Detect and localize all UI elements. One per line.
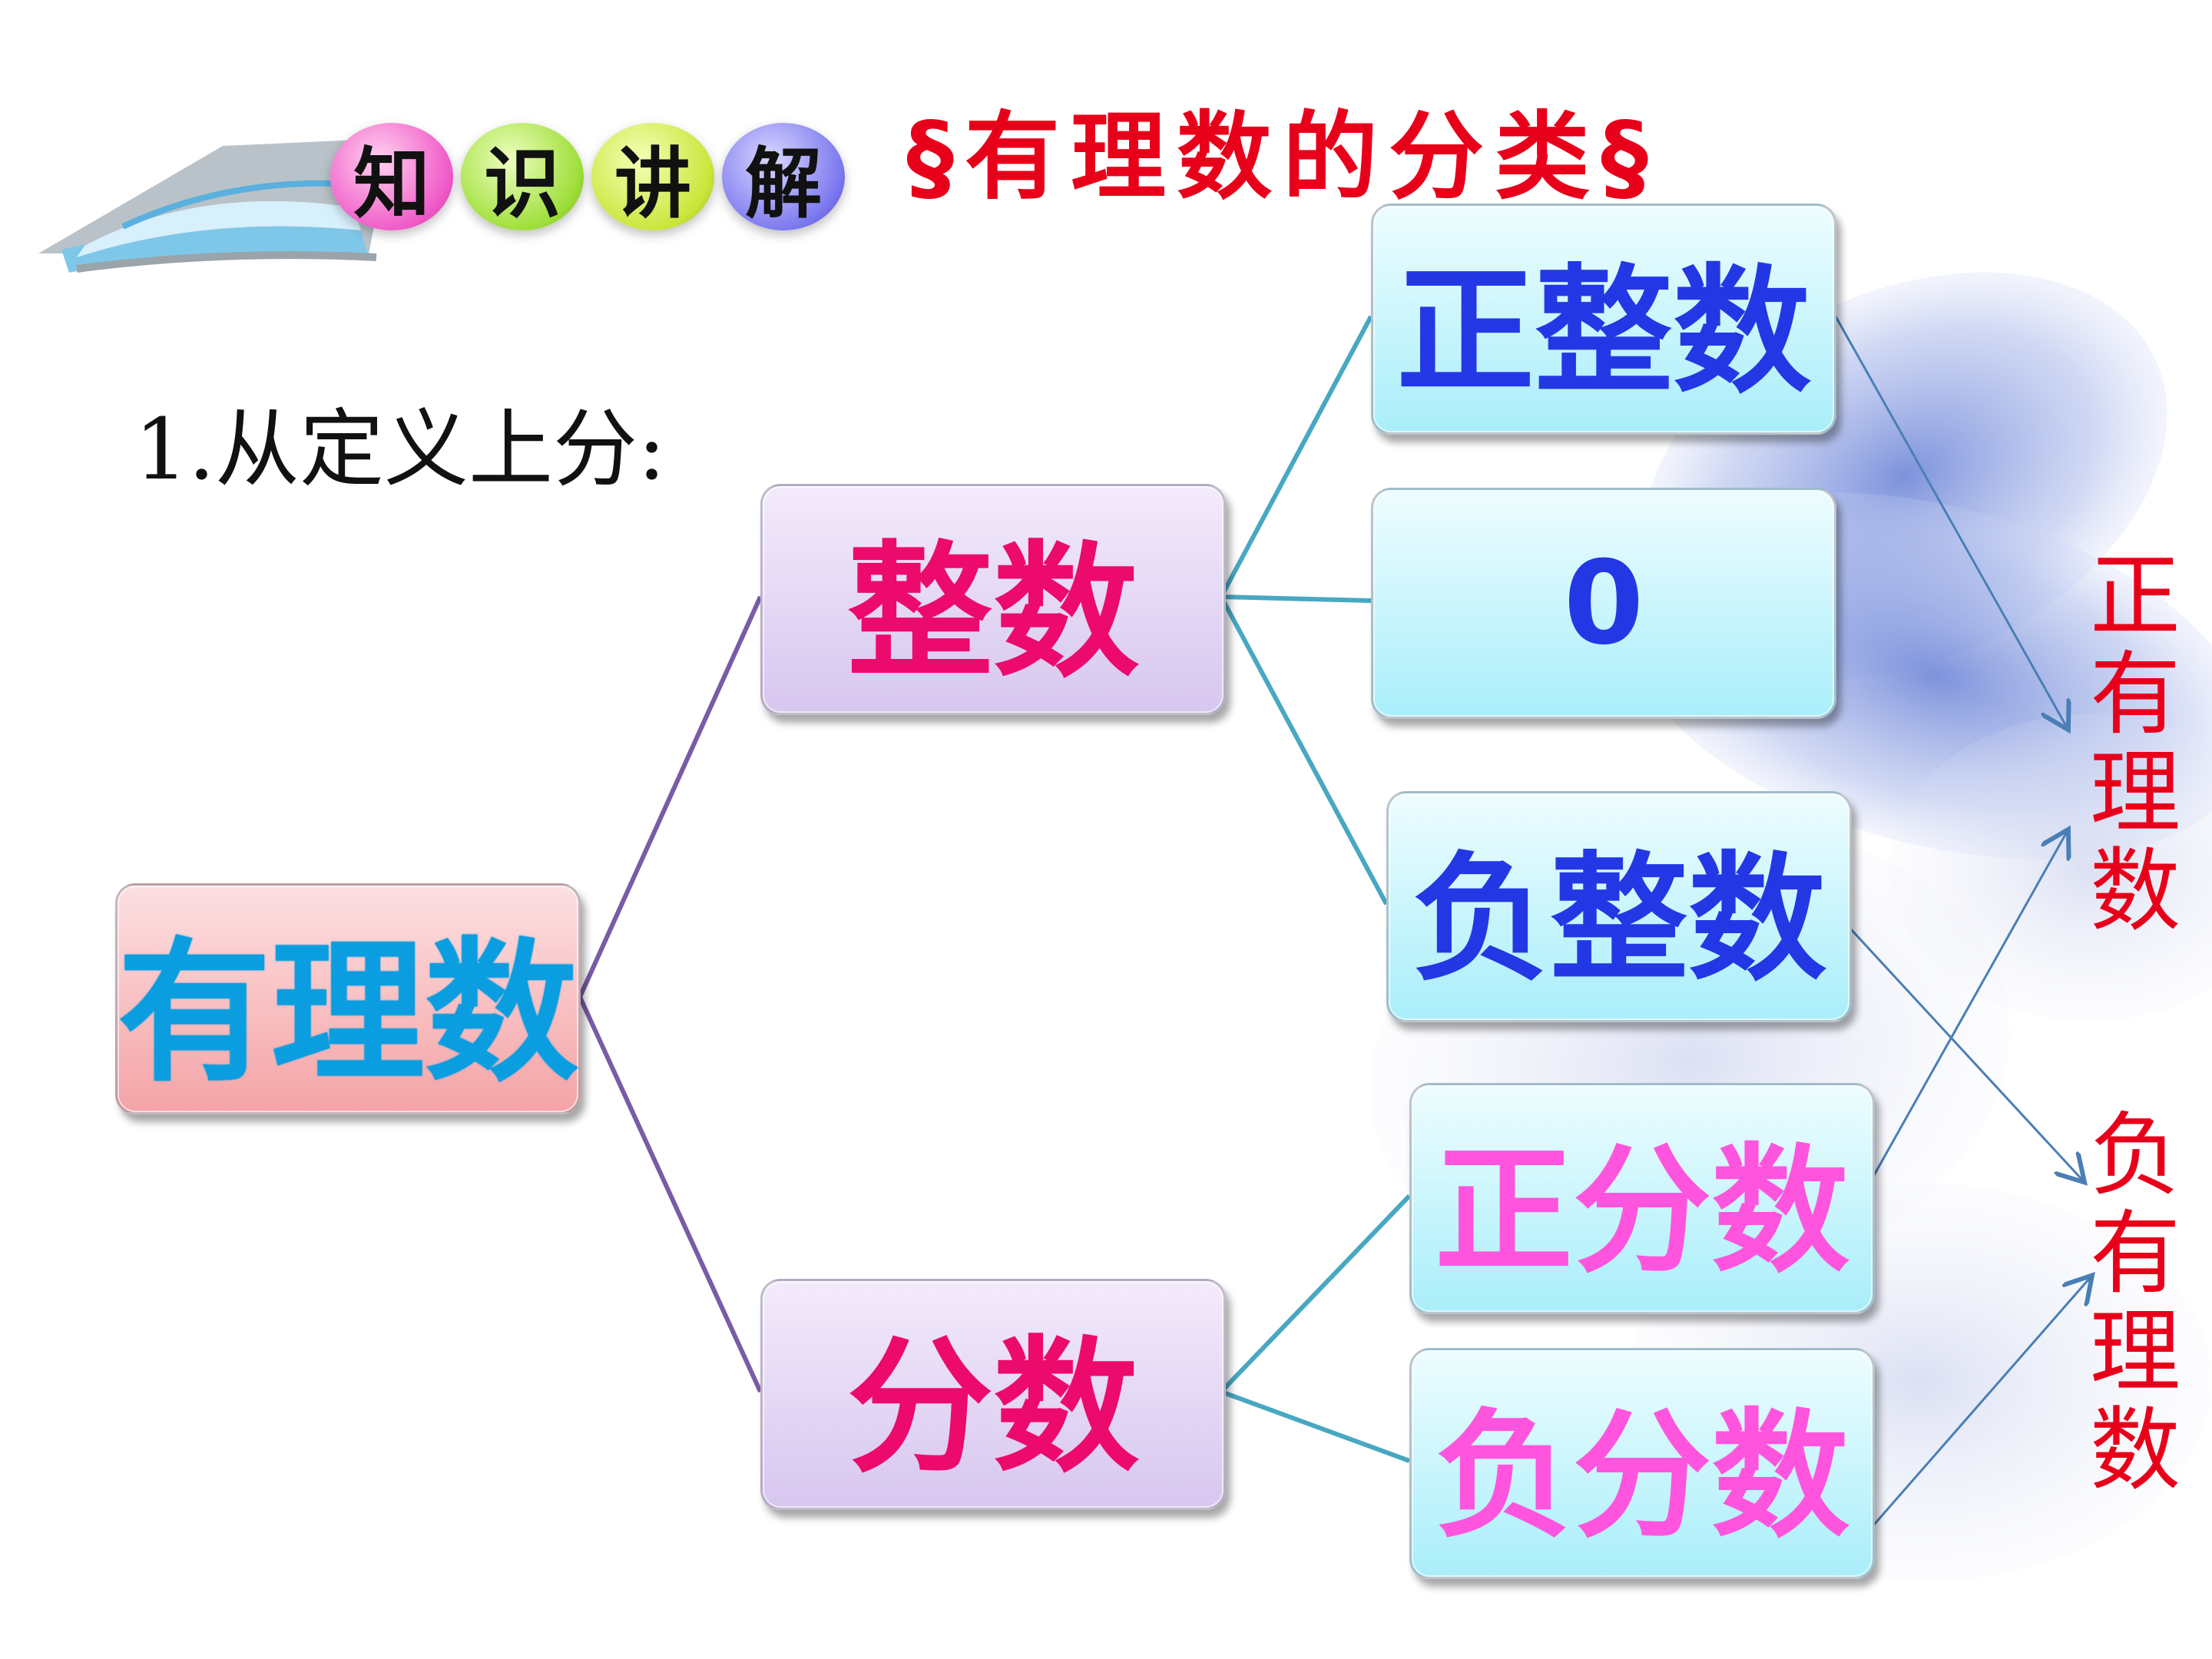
badge-char-1: 知 [330,123,453,230]
node-negative-fraction: 负分数 [1409,1348,1875,1579]
line-integer-to-negative-integer [1219,595,1389,906]
node-positive-integer: 正整数 [1371,204,1836,435]
label-positive-rational-char-3: 理 [2089,740,2181,846]
node-negative-integer: 负整数 [1386,791,1852,1022]
line-root-to-integer [578,595,763,998]
line-fraction-to-negative-fraction [1220,1389,1411,1463]
line-integer-to-positive-integer [1219,315,1373,598]
badge-char-3: 讲 [591,123,714,230]
knowledge-badge [31,92,891,284]
label-positive-rational-char-1: 正 [2089,543,2181,649]
node-positive-fraction-label: 正分数 [1434,1131,1849,1292]
leaf-branches [1219,315,1412,1463]
node-positive-fraction: 正分数 [1409,1083,1875,1314]
arrow-negative-fraction-to-negative-rational [1873,1279,2089,1525]
classification-arrows [1834,316,2089,1525]
node-fraction: 分数 [760,1279,1226,1510]
arrow-positive-fraction-to-positive-rational [1873,833,2066,1176]
line-integer-to-zero [1220,594,1372,603]
label-positive-rational: 正 有 理 数 [2081,547,2189,940]
node-negative-integer-label: 负整数 [1411,839,1826,1000]
arrow-negative-integer-to-negative-rational [1849,928,2081,1179]
label-negative-rational-char-3: 理 [2089,1299,2181,1405]
node-integer: 整数 [760,484,1226,715]
open-book-icon [38,138,392,273]
arrow-positive-integer-to-positive-rational [1834,316,2066,726]
node-rational-number-label: 有理数 [118,923,579,1103]
node-zero-label: 0 [1563,536,1644,671]
label-negative-rational: 负 有 理 数 [2081,1106,2189,1499]
line-fraction-to-positive-fraction [1219,1194,1412,1394]
badge-char-4: 解 [722,123,845,230]
label-positive-rational-char-2: 有 [2089,641,2181,747]
label-positive-rational-char-4: 数 [2089,838,2181,944]
page-title: §有理数的分类§ [906,102,1660,213]
label-negative-rational-char-4: 数 [2089,1397,2181,1503]
root-branches [578,595,763,1393]
label-negative-rational-char-1: 负 [2089,1102,2181,1208]
node-positive-integer-label: 正整数 [1396,252,1811,412]
section-subtitle: 1.从定义上分: [134,400,667,498]
node-fraction-label: 分数 [846,1323,1139,1492]
node-rational-number: 有理数 [115,883,581,1114]
line-root-to-fraction [578,995,763,1393]
node-zero: 0 [1371,488,1836,719]
badge-char-2: 识 [461,123,584,230]
node-negative-fraction-label: 负分数 [1434,1396,1849,1557]
node-integer-label: 整数 [846,528,1139,697]
label-negative-rational-char-2: 有 [2089,1200,2181,1306]
